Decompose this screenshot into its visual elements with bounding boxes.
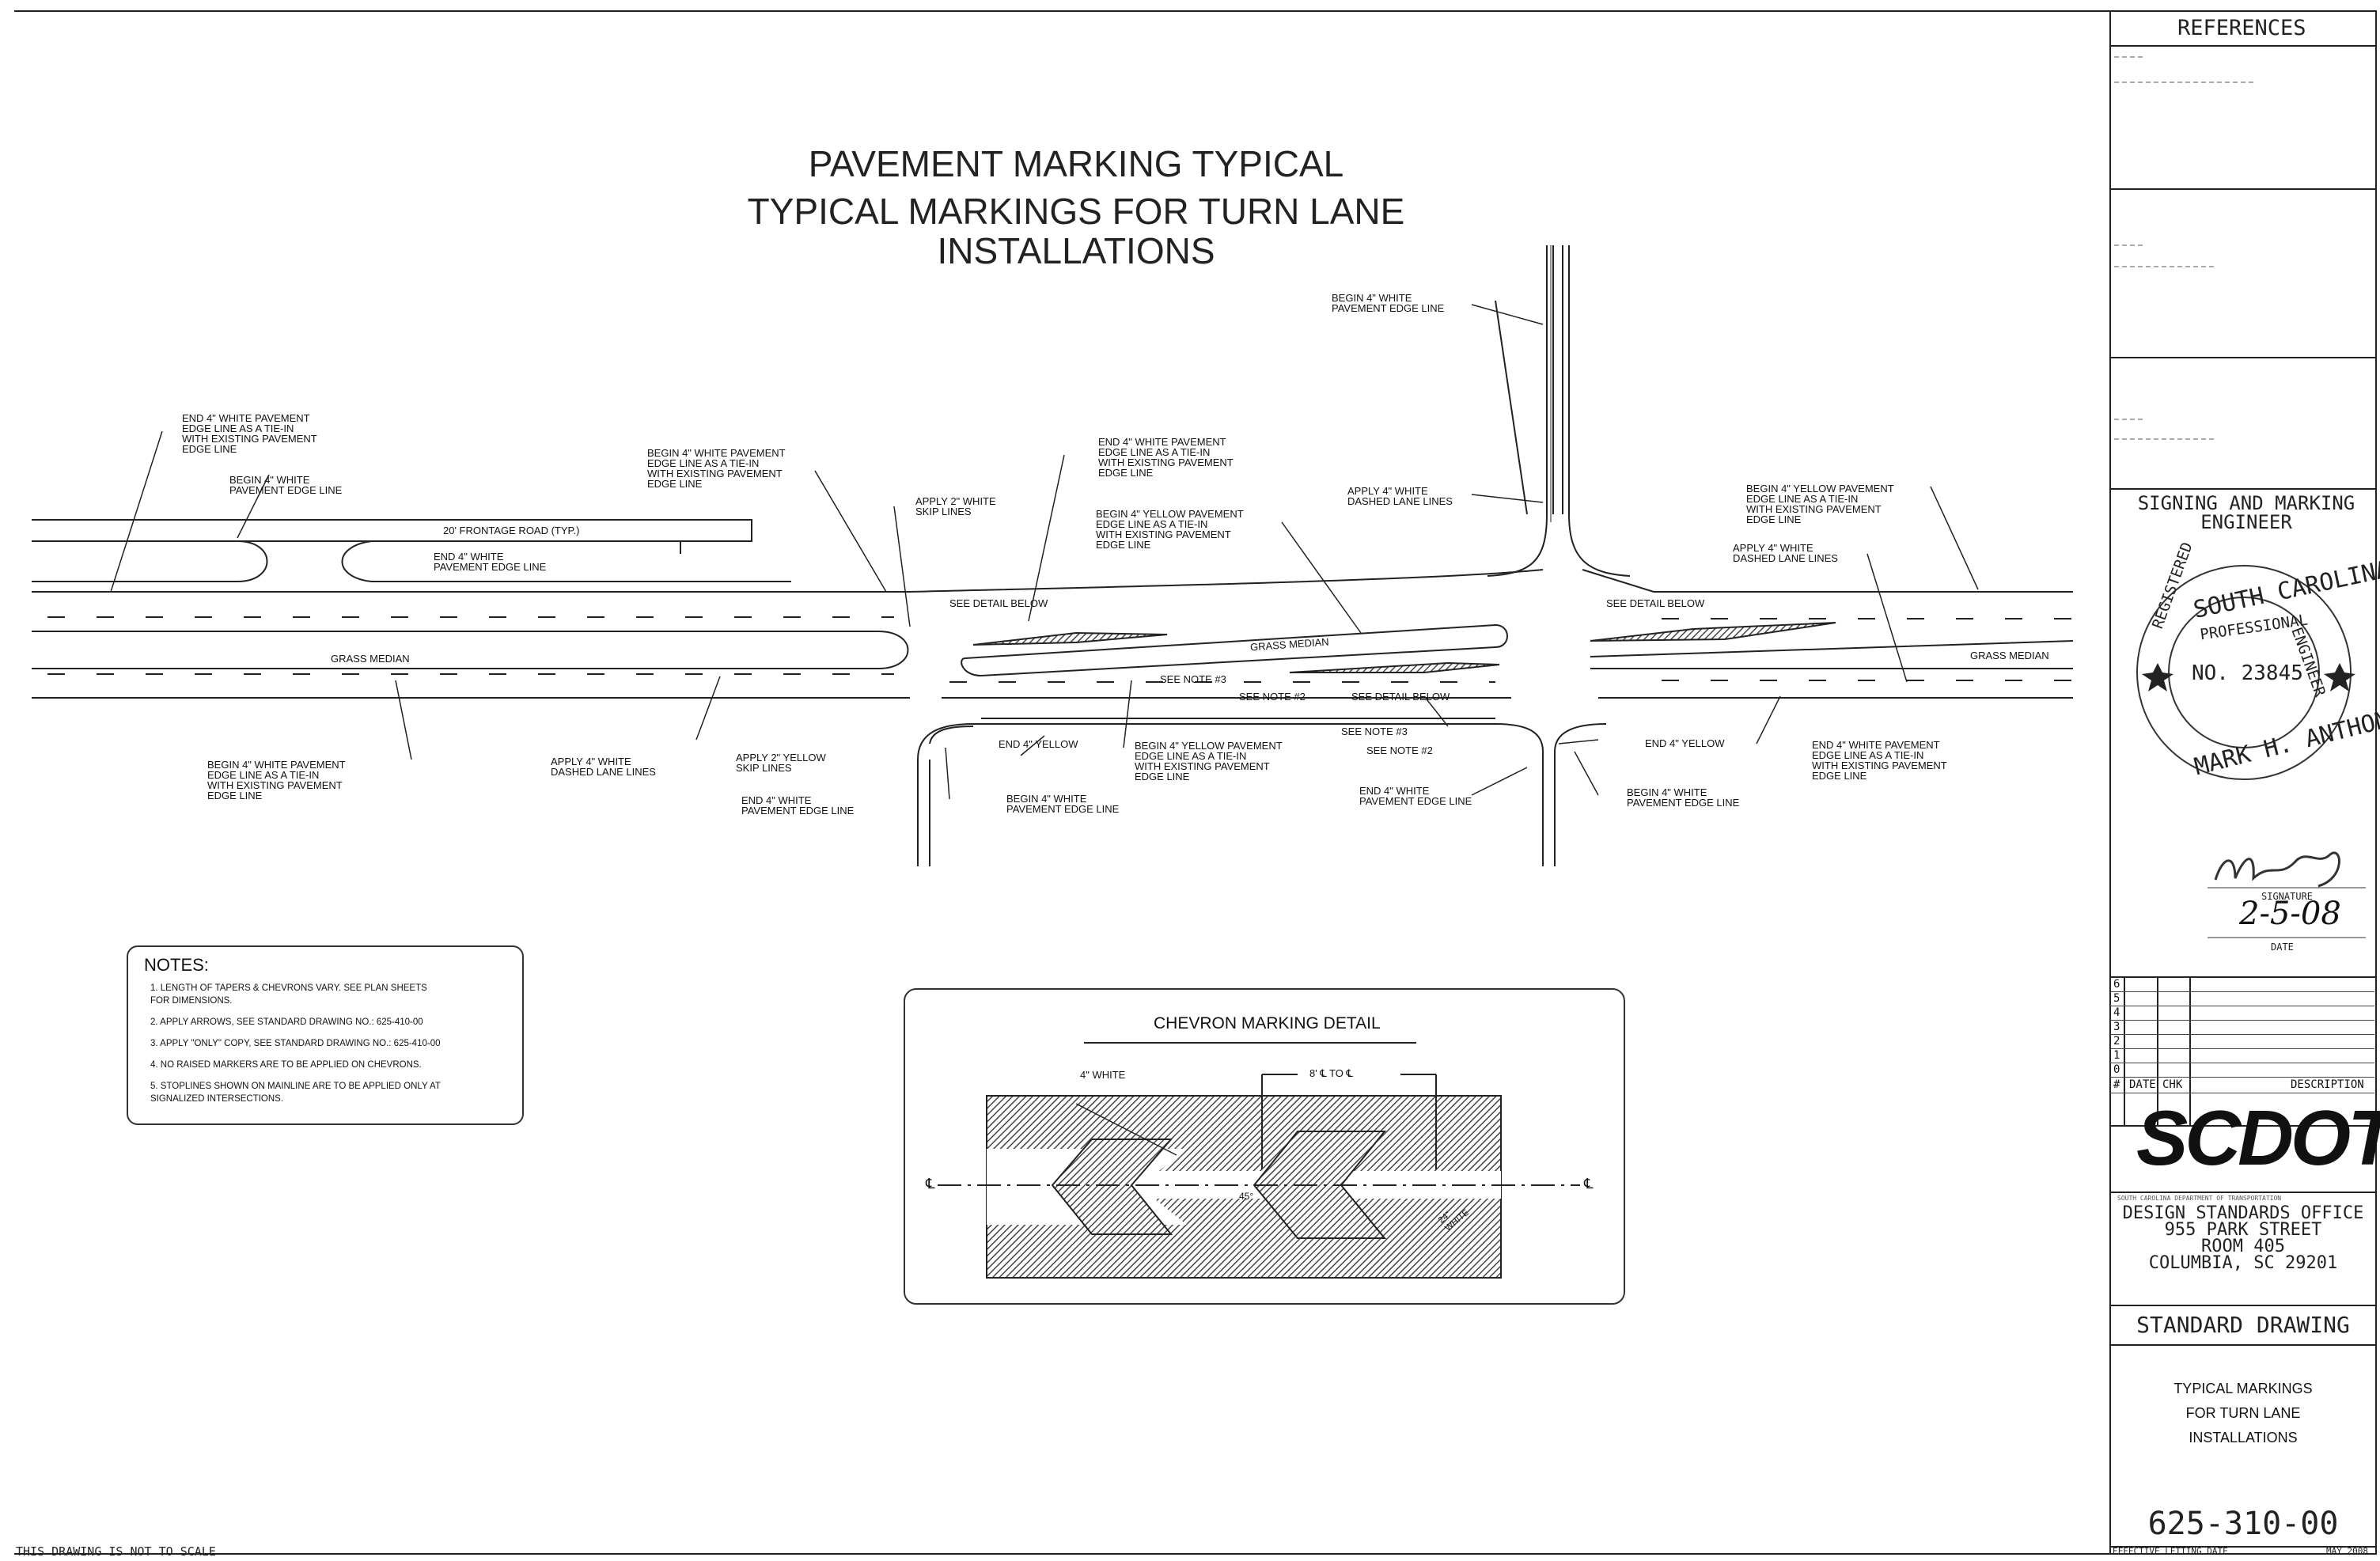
references-heading: REFERENCES (2177, 16, 2306, 40)
label-begin-white-tie-bottom-left: BEGIN 4" WHITE PAVEMENT EDGE LINE AS A T… (207, 759, 346, 801)
label-see-note-3b: SEE NOTE #3 (1341, 726, 1408, 737)
label-apply-white-dashed-right: APPLY 4" WHITE DASHED LANE LINES (1733, 542, 1838, 564)
label-begin-white-edge-top: BEGIN 4" WHITE PAVEMENT EDGE LINE (1332, 292, 1445, 314)
note-item: 4. NO RAISED MARKERS ARE TO BE APPLIED O… (150, 1060, 422, 1070)
chevron-detail-box (904, 988, 1625, 1305)
standard-drawing-label: STANDARD DRAWING (2136, 1312, 2350, 1338)
detail-centerline-left: ℄ (926, 1176, 935, 1192)
drawing-title-line-3: INSTALLATIONS (937, 230, 1215, 271)
label-see-detail-below-1: SEE DETAIL BELOW (949, 597, 1048, 609)
label-end-yellow-1: END 4" YELLOW (999, 738, 1078, 750)
note-item: 3. APPLY "ONLY" COPY, SEE STANDARD DRAWI… (150, 1039, 441, 1048)
note-item: 1. LENGTH OF TAPERS & CHEVRONS VARY. SEE… (150, 983, 427, 1006)
label-end-white-tie-mid: END 4" WHITE PAVEMENT EDGE LINE AS A TIE… (1098, 436, 1234, 479)
revision-header-description: DESCRIPTION (2291, 1078, 2364, 1091)
revision-number: 0 (2113, 1063, 2120, 1076)
revision-header-row: # DATE CHK DESCRIPTION (2110, 1077, 2374, 1093)
detail-centerline-right: ℄ (1584, 1176, 1594, 1192)
signature-label: SIGNATURE (2261, 891, 2314, 902)
note-item: 5. STOPLINES SHOWN ON MAINLINE ARE TO BE… (150, 1082, 441, 1104)
office-address: DESIGN STANDARDS OFFICE 955 PARK STREET … (2122, 1203, 2364, 1273)
notes-box: NOTES: 1. LENGTH OF TAPERS & CHEVRONS VA… (127, 945, 524, 1125)
label-end-yellow-2: END 4" YELLOW (1645, 737, 1725, 749)
label-frontage-road: 20' FRONTAGE ROAD (TYP.) (443, 525, 580, 536)
detail-spacing-label: 8' ℄ TO ℄ (1309, 1067, 1353, 1079)
detail-angle: 45° (1239, 1191, 1254, 1202)
revision-row: 2 (2110, 1034, 2374, 1049)
label-apply-2-yellow-skip: APPLY 2" YELLOW SKIP LINES (736, 752, 826, 774)
label-end-white-tie-bottom-right: END 4" WHITE PAVEMENT EDGE LINE AS A TIE… (1812, 739, 1947, 782)
label-begin-white-tie-mid: BEGIN 4" WHITE PAVEMENT EDGE LINE AS A T… (647, 447, 786, 490)
revision-number: 2 (2113, 1035, 2120, 1048)
label-begin-white-edge-b2: BEGIN 4" WHITE PAVEMENT EDGE LINE (1627, 786, 1740, 809)
label-see-detail-below-2: SEE DETAIL BELOW (1606, 597, 1705, 609)
revision-header-number: # (2113, 1078, 2120, 1091)
label-apply-white-dashed-top: APPLY 4" WHITE DASHED LANE LINES (1347, 485, 1453, 507)
label-end-white-edge-b1: END 4" WHITE PAVEMENT EDGE LINE (741, 794, 855, 816)
revision-number: 4 (2113, 1006, 2120, 1019)
revision-number: 3 (2113, 1021, 2120, 1033)
date-label: DATE (2271, 942, 2294, 953)
scale-note: THIS DRAWING IS NOT TO SCALE (16, 1544, 216, 1559)
revision-row: 6 (2110, 977, 2374, 992)
label-begin-yellow-tie-mid: BEGIN 4" YELLOW PAVEMENT EDGE LINE AS A … (1096, 508, 1244, 551)
label-see-note-3a: SEE NOTE #3 (1160, 673, 1226, 685)
drawing-number: 625-310-00 (2147, 1506, 2339, 1542)
label-begin-yellow-tie-right: BEGIN 4" YELLOW PAVEMENT EDGE LINE AS A … (1746, 483, 1894, 525)
label-begin-white-edge-b1: BEGIN 4" WHITE PAVEMENT EDGE LINE (1006, 793, 1120, 815)
label-end-white-frontage: END 4" WHITE PAVEMENT EDGE LINE (434, 551, 547, 573)
date-value: 2-5-08 (2239, 896, 2341, 932)
revision-number: 6 (2113, 978, 2120, 991)
detail-white-label: 4" WHITE (1080, 1069, 1126, 1081)
label-grass-median-right: GRASS MEDIAN (1970, 650, 2049, 661)
effective-letting-label: EFFECTIVE LETTING DATE (2113, 1546, 2228, 1556)
label-grass-median-left: GRASS MEDIAN (331, 653, 410, 665)
scdot-logo: SCDOT (2136, 1094, 2380, 1181)
revision-row: 3 (2110, 1020, 2374, 1035)
label-apply-white-dashed-bottom: APPLY 4" WHITE DASHED LANE LINES (551, 756, 656, 778)
revision-number: 5 (2113, 992, 2120, 1005)
revision-row: 5 (2110, 991, 2374, 1006)
revision-header-date: DATE (2129, 1078, 2156, 1091)
drawing-subject: TYPICAL MARKINGS FOR TURN LANE INSTALLAT… (2173, 1381, 2313, 1445)
note-item: 2. APPLY ARROWS, SEE STANDARD DRAWING NO… (150, 1017, 423, 1027)
effective-letting-date: MAY 2008 (2326, 1546, 2368, 1556)
label-see-detail-below-3: SEE DETAIL BELOW (1351, 691, 1450, 703)
drawing-title-line-2: TYPICAL MARKINGS FOR TURN LANE (747, 191, 1405, 232)
label-see-note-2a: SEE NOTE #2 (1239, 691, 1306, 703)
label-apply-2-white-skip: APPLY 2" WHITE SKIP LINES (915, 495, 996, 517)
label-end-white-tie-left: END 4" WHITE PAVEMENT EDGE LINE AS A TIE… (182, 412, 317, 455)
label-begin-yellow-tie-bottom: BEGIN 4" YELLOW PAVEMENT EDGE LINE AS A … (1135, 740, 1283, 782)
label-end-white-edge-b2: END 4" WHITE PAVEMENT EDGE LINE (1359, 785, 1472, 807)
revision-row: 0 (2110, 1063, 2374, 1078)
drawing-title-line-1: PAVEMENT MARKING TYPICAL (808, 143, 1344, 184)
label-see-note-2b: SEE NOTE #2 (1366, 745, 1433, 756)
seal-number: NO. 23845 (2192, 661, 2303, 685)
agency-full-name: SOUTH CAROLINA DEPARTMENT OF TRANSPORTAT… (2117, 1195, 2282, 1202)
engineer-heading: SIGNING AND MARKING ENGINEER (2137, 492, 2355, 533)
notes-list: 1. LENGTH OF TAPERS & CHEVRONS VARY. SEE… (150, 982, 514, 1114)
revision-row: 1 (2110, 1048, 2374, 1063)
revision-number: 1 (2113, 1049, 2120, 1062)
label-begin-white-edge-left: BEGIN 4" WHITE PAVEMENT EDGE LINE (229, 474, 343, 496)
notes-heading: NOTES: (144, 955, 209, 975)
revision-row: 4 (2110, 1006, 2374, 1021)
revision-header-chk: CHK (2162, 1078, 2183, 1091)
detail-title: CHEVRON MARKING DETAIL (1154, 1014, 1381, 1032)
